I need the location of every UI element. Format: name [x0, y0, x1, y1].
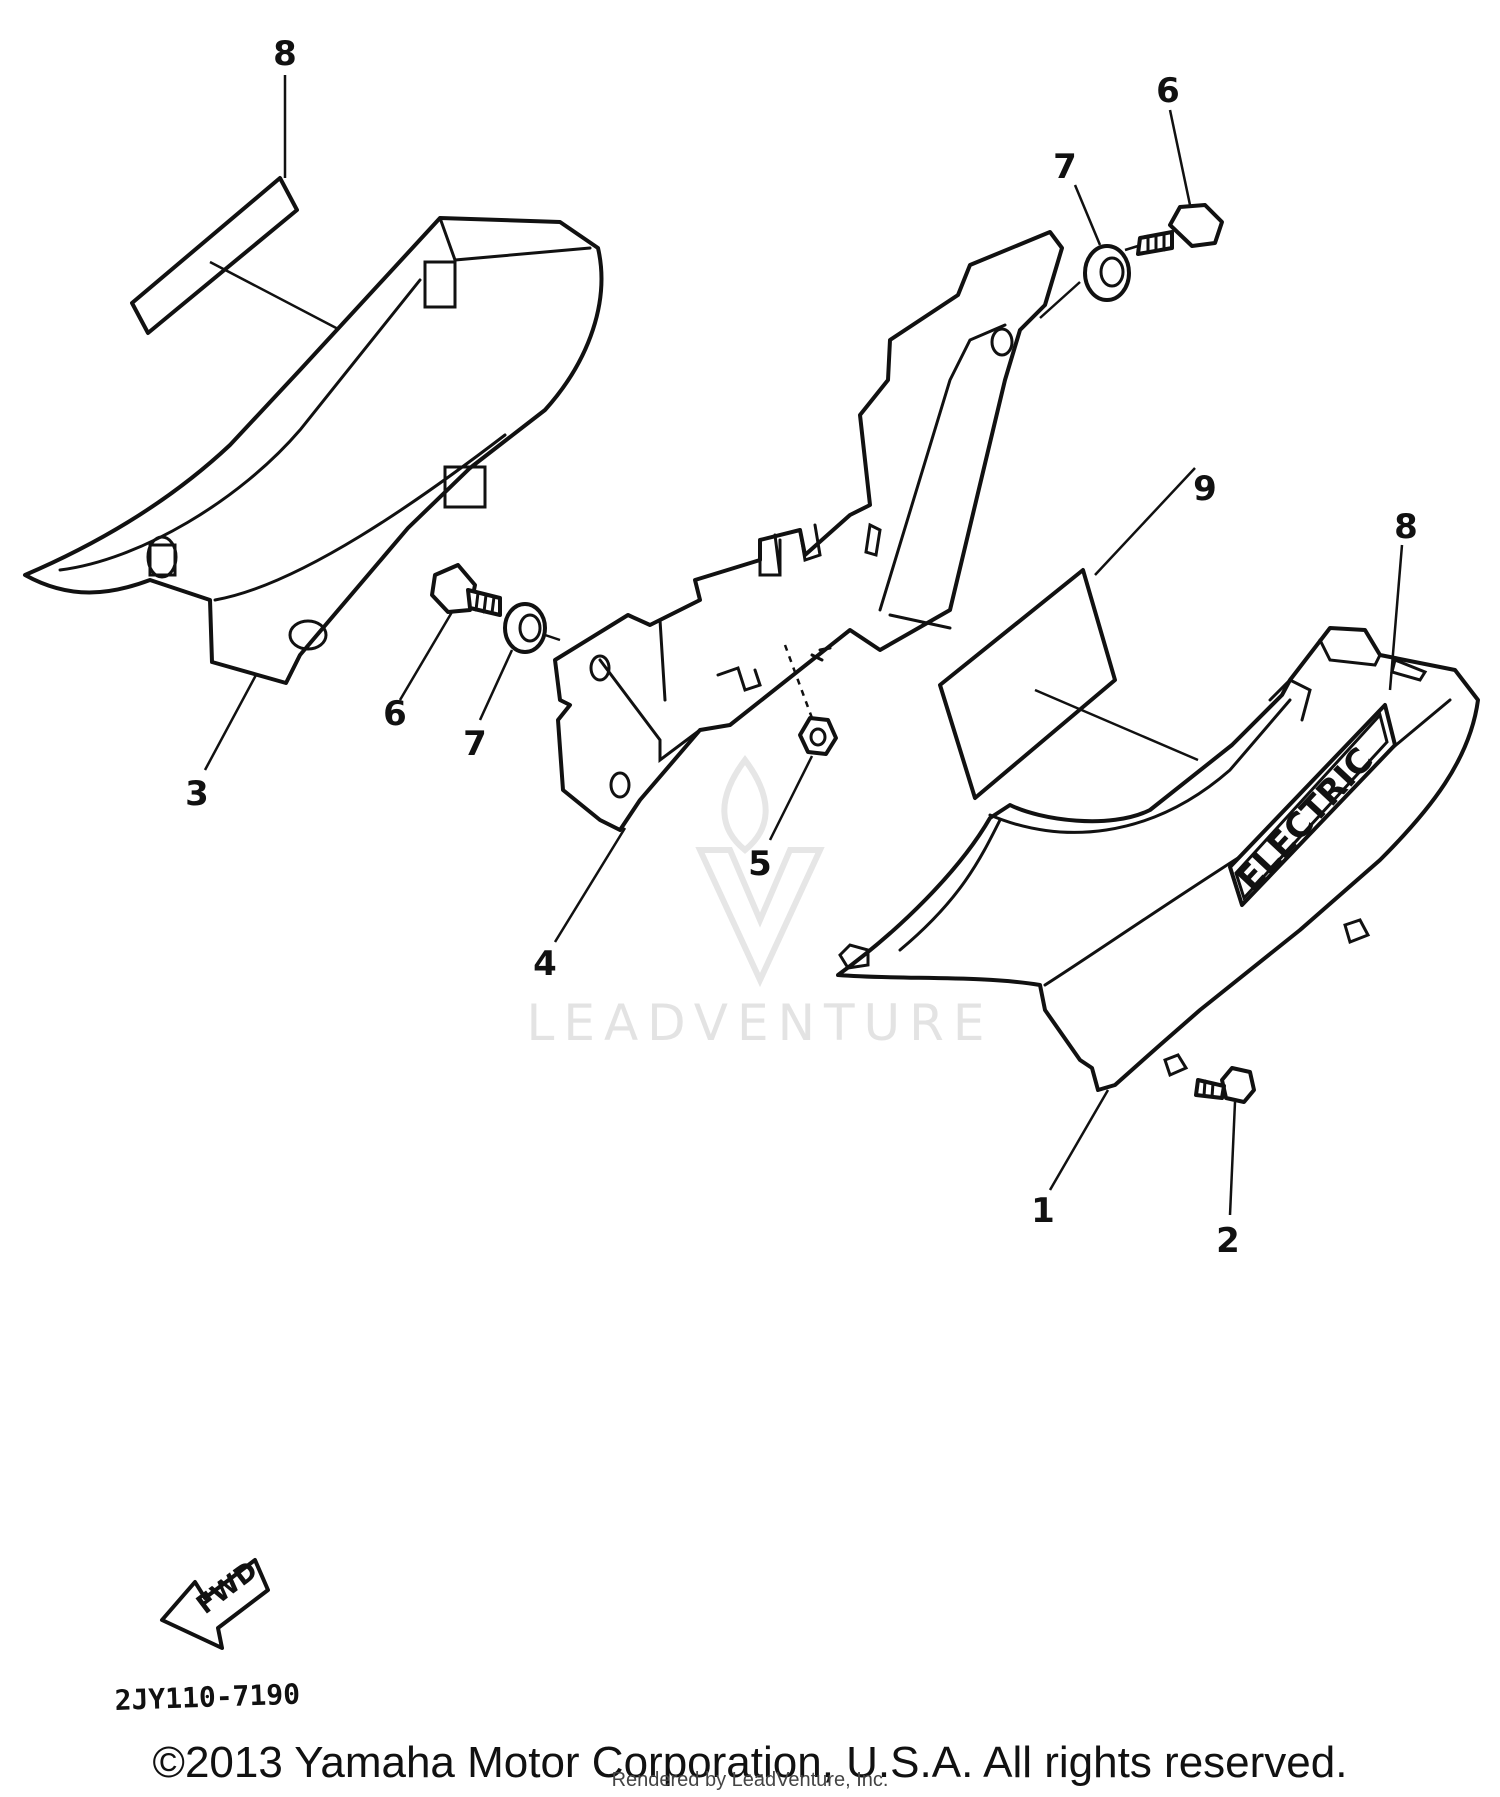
- callout-8-left: 8: [273, 34, 297, 74]
- part-4-inner-panel: 4: [533, 230, 1064, 984]
- callout-6-left: 6: [383, 694, 407, 734]
- part-6-bolt-left: 6: [383, 563, 502, 734]
- callout-1: 1: [1031, 1191, 1055, 1231]
- part-2-screw: 2: [1194, 1066, 1256, 1261]
- callout-2: 2: [1216, 1221, 1240, 1261]
- rendered-by-notice: Rendered by LeadVenture, Inc.: [612, 1769, 889, 1791]
- callout-4: 4: [533, 944, 557, 984]
- part-6-bolt-right: 6: [1124, 71, 1224, 256]
- leadventure-watermark: LEADVENTURE: [527, 754, 994, 1052]
- part-5-clip-nut: 5: [748, 644, 838, 884]
- callout-9: 9: [1193, 469, 1217, 509]
- callout-6-right: 6: [1156, 71, 1180, 111]
- part-7-grommet-left: 7: [463, 602, 561, 764]
- callout-3: 3: [185, 774, 209, 814]
- callout-7-right: 7: [1053, 147, 1077, 187]
- copyright-notice: ©2013 Yamaha Motor Corporation, U.S.A. A…: [153, 1738, 1348, 1787]
- part-3-side-cover-left: 3: [23, 216, 604, 814]
- part-1-side-cover-right: ELECTRIC 8 1: [836, 507, 1480, 1231]
- part-9-decal-sheet: 9: [938, 467, 1217, 800]
- callout-7-left: 7: [463, 724, 487, 764]
- callout-5: 5: [748, 844, 772, 884]
- fwd-arrow: FWD: [160, 1556, 270, 1650]
- v-logo-icon: [695, 847, 825, 988]
- callout-8-right: 8: [1394, 507, 1418, 547]
- part-8-decal-left: 8: [130, 34, 341, 335]
- part-7-grommet-right: 7: [1039, 147, 1131, 319]
- watermark-text: LEADVENTURE: [527, 994, 994, 1052]
- diagram-code: 2JY110-7190: [114, 1678, 300, 1717]
- fwd-arrow-icon: [160, 1558, 270, 1650]
- flame-logo-icon: [721, 754, 769, 854]
